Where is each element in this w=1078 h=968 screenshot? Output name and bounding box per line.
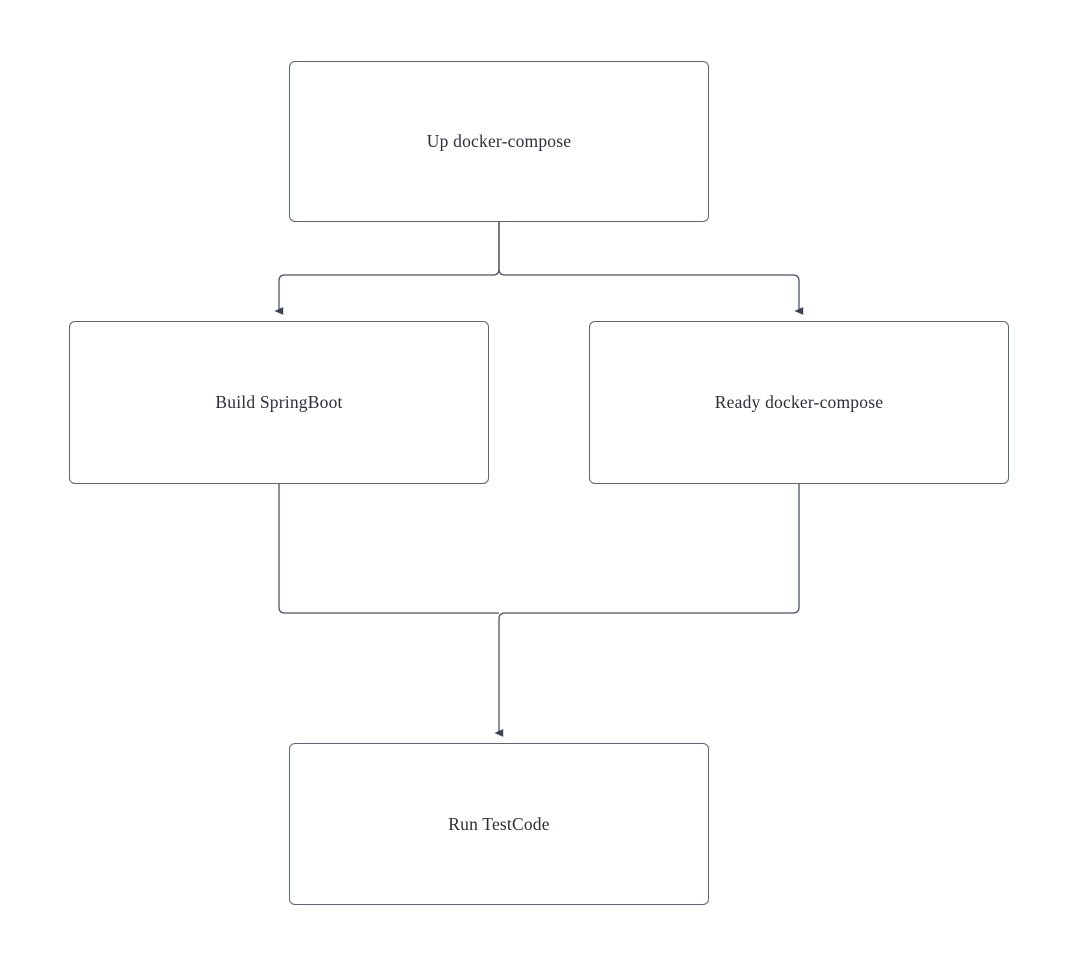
node-run-testcode[interactable]: Run TestCode: [289, 743, 709, 905]
node-ready-docker-compose[interactable]: Ready docker-compose: [589, 321, 1009, 484]
node-label: Up docker-compose: [426, 131, 572, 151]
node-label: Run TestCode: [448, 813, 550, 834]
node-up-docker-compose[interactable]: Up docker-compose: [289, 61, 709, 222]
edge-up-to-build: [274, 222, 500, 315]
node-label: Ready docker-compose: [714, 392, 884, 412]
node-label: Build SpringBoot: [215, 392, 343, 412]
edge-build-to-run: [278, 484, 499, 614]
edge-ready-to-run: [494, 484, 800, 737]
edge-up-to-ready: [498, 222, 804, 315]
node-build-springboot[interactable]: Build SpringBoot: [69, 321, 489, 484]
